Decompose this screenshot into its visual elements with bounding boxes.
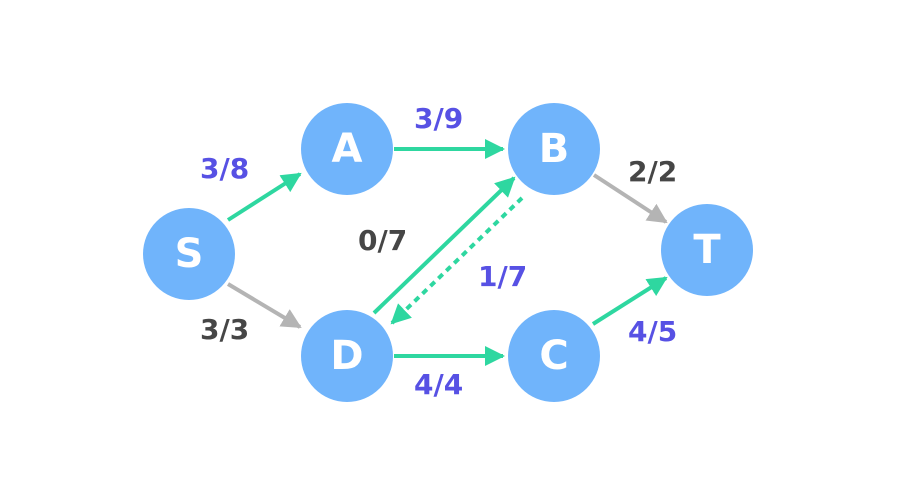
edge-label-d-b: 0/7: [358, 224, 407, 257]
edge-label-c-t: 4/5: [628, 315, 677, 348]
edge-label-b-t: 2/2: [628, 155, 677, 188]
node-label-d: D: [330, 333, 363, 379]
edge-label-s-d: 3/3: [200, 313, 249, 346]
edge-s-d: [226, 282, 302, 329]
edge-label-a-b: 3/9: [414, 102, 463, 135]
edge-c-t: [591, 276, 668, 326]
node-label-s: S: [175, 231, 204, 277]
edge-b-d-residual: [390, 196, 524, 325]
node-label-c: C: [539, 333, 568, 379]
edge-label-s-a: 3/8: [200, 152, 249, 185]
node-s: S: [143, 208, 235, 300]
node-label-b: B: [539, 126, 570, 172]
node-label-t: T: [693, 227, 721, 273]
node-d: D: [301, 310, 393, 402]
edge-b-t: [592, 173, 668, 224]
node-t: T: [661, 204, 753, 296]
node-c: C: [508, 310, 600, 402]
node-a: A: [301, 103, 393, 195]
edge-d-b: [372, 176, 516, 315]
node-b: B: [508, 103, 600, 195]
edge-label-d-c: 4/4: [414, 368, 463, 401]
edge-s-a: [226, 172, 302, 222]
node-label-a: A: [332, 126, 363, 172]
edge-label-b-d: 1/7: [478, 260, 527, 293]
